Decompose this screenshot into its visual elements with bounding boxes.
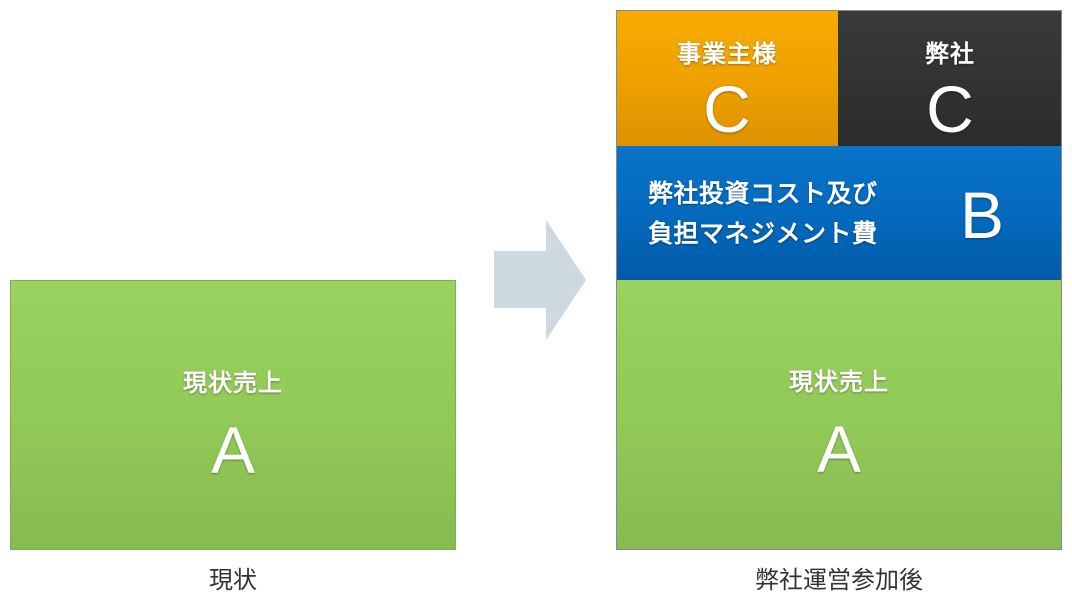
after-sales-label: 現状売上 [789, 368, 889, 396]
after-sales-letter: A [816, 412, 862, 486]
current-sales-box: 現状売上 A [10, 280, 456, 550]
investment-cost-line1: 弊社投資コスト及び [648, 179, 878, 208]
after-sales-box: 現状売上 A [616, 280, 1062, 550]
investment-cost-line2: 負担マネジメント費 [648, 219, 878, 248]
current-sales-letter: A [210, 413, 256, 487]
right-arrow-icon [494, 220, 586, 340]
company-label: 弊社 [925, 40, 975, 68]
company-c-box: 弊社 C [838, 10, 1062, 146]
current-caption: 現状 [209, 566, 257, 594]
investment-cost-letter: B [959, 178, 1004, 252]
client-label: 事業主様 [677, 40, 777, 68]
investment-cost-text: 弊社投資コスト及び 負担マネジメント費 [648, 174, 878, 254]
client-letter: C [703, 72, 751, 146]
company-letter: C [926, 72, 974, 146]
investment-cost-box: 弊社投資コスト及び 負担マネジメント費 B [616, 146, 1062, 280]
after-caption: 弊社運営参加後 [755, 566, 923, 594]
current-sales-label: 現状売上 [183, 369, 283, 397]
client-c-box: 事業主様 C [616, 10, 838, 146]
